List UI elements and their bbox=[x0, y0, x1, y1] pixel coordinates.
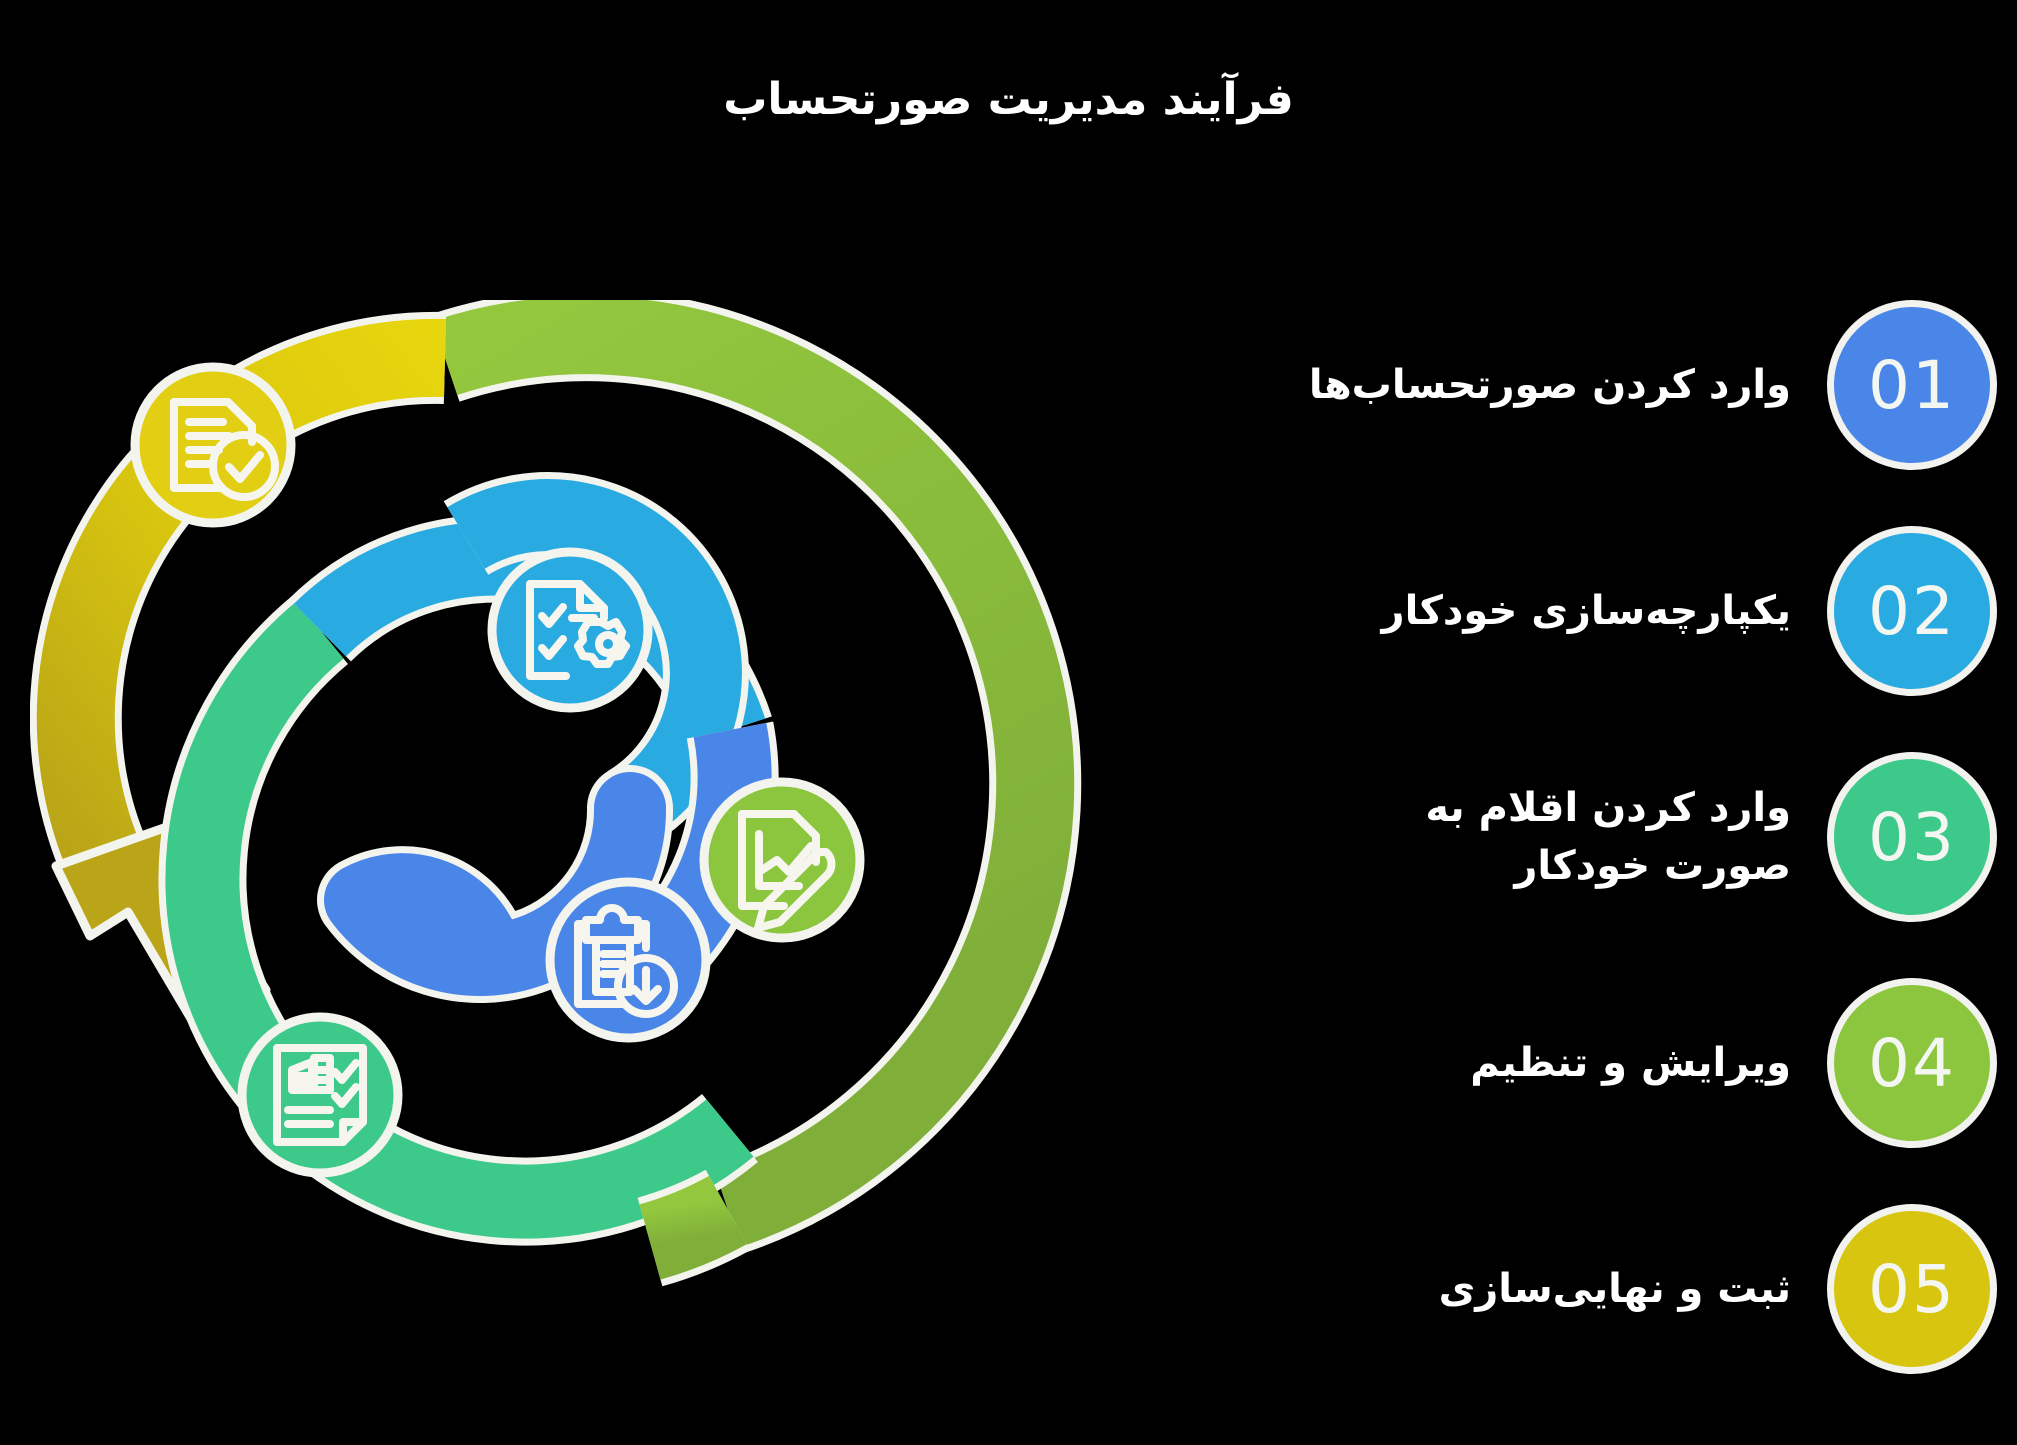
document-check-icon bbox=[170, 398, 279, 501]
chart-pencil-icon bbox=[738, 810, 836, 932]
icon-bubble-chart-pencil bbox=[699, 777, 865, 943]
legend-number-04: 04 bbox=[1868, 1024, 1956, 1102]
legend-label-02: یکپارچه‌سازی خودکار bbox=[1381, 588, 1791, 634]
legend-label-05: ثبت و نهایی‌سازی bbox=[1438, 1266, 1791, 1312]
legend-number-03: 03 bbox=[1868, 798, 1956, 876]
report-checklist-icon bbox=[273, 1044, 367, 1146]
document-gear-icon bbox=[526, 580, 630, 680]
legend-label-01: وارد کردن صورتحساب‌ها bbox=[1308, 362, 1791, 408]
spiral-diagram bbox=[30, 300, 1170, 1300]
icon-bubble-report-checklist bbox=[237, 1012, 403, 1178]
legend-number-02: 02 bbox=[1868, 572, 1956, 650]
segment-middle-olive bbox=[636, 1169, 751, 1287]
spiral-graphic bbox=[30, 300, 1082, 1287]
segment-outer-olive bbox=[430, 300, 1082, 1254]
legend-item-03[interactable]: 03 وارد کردن اقلام به صورت خودکار bbox=[1137, 752, 1997, 922]
legend-label-04: ویرایش و تنظیم bbox=[1470, 1040, 1791, 1086]
legend-item-02[interactable]: 02 یکپارچه‌سازی خودکار bbox=[1137, 526, 1997, 696]
legend-badge-05[interactable]: 05 bbox=[1827, 1204, 1997, 1374]
page-title: فرآیند مدیریت صورتحساب bbox=[723, 74, 1294, 125]
legend-number-01: 01 bbox=[1868, 346, 1956, 424]
legend-badge-02[interactable]: 02 bbox=[1827, 526, 1997, 696]
legend-badge-04[interactable]: 04 bbox=[1827, 978, 1997, 1148]
legend-item-01[interactable]: 01 وارد کردن صورتحساب‌ها bbox=[1137, 300, 1997, 470]
legend-item-04[interactable]: 04 ویرایش و تنظیم bbox=[1137, 978, 1997, 1148]
clipboard-download-icon bbox=[574, 904, 678, 1018]
icon-bubble-document-gear bbox=[487, 547, 653, 713]
legend-badge-01[interactable]: 01 bbox=[1827, 300, 1997, 470]
icon-bubble-clipboard-download bbox=[545, 877, 711, 1043]
legend-number-05: 05 bbox=[1868, 1250, 1956, 1328]
legend-label-03: وارد کردن اقلام به صورت خودکار bbox=[1425, 785, 1791, 889]
legend-badge-03[interactable]: 03 bbox=[1827, 752, 1997, 922]
legend-list: 01 وارد کردن صورتحساب‌ها 02 یکپارچه‌سازی… bbox=[1137, 300, 2017, 1374]
legend-item-05[interactable]: 05 ثبت و نهایی‌سازی bbox=[1137, 1204, 1997, 1374]
icon-bubble-document-check bbox=[130, 362, 296, 528]
